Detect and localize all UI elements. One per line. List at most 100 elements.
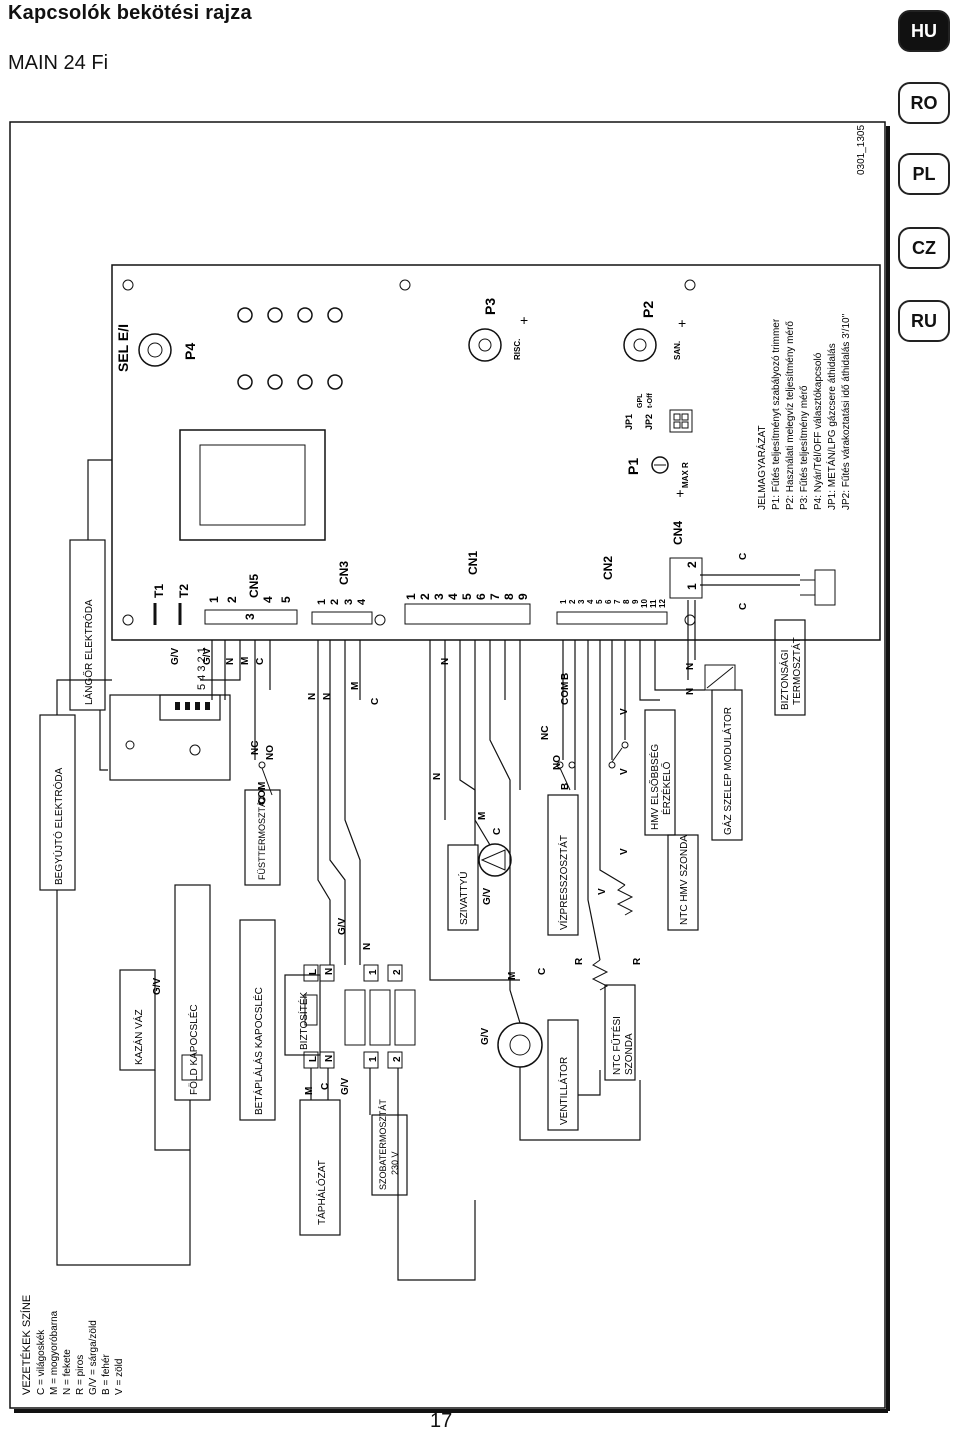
sel-label: SEL E/I (115, 324, 131, 372)
svg-text:G/V: G/V (340, 1077, 351, 1095)
lang-badge-hu[interactable]: HU (898, 10, 950, 52)
fold-label: FÖLD KAPOCSLÉC (187, 1004, 200, 1095)
p3-knob-inner (478, 338, 492, 352)
svg-text:V = zöld: V = zöld (114, 1359, 125, 1395)
relay-row (237, 307, 343, 390)
szobatermosztat-box (371, 1114, 408, 1196)
svg-text:1: 1 (685, 583, 699, 590)
control-board (111, 264, 881, 641)
biztositek-label: BIZTOSÍTÉK (297, 992, 310, 1050)
svg-text:N: N (685, 663, 696, 670)
legend-title: JELMAGYARÁZAT (755, 425, 768, 510)
svg-text:N: N (324, 968, 335, 975)
gazszelep-label: GÁZ SZELEP MODULÁTOR (721, 707, 734, 835)
wire-color-key: VEZETÉKEK SZÍNE C = világoskék M = mogyo… (20, 1295, 125, 1395)
svg-text:N: N (225, 658, 236, 665)
svg-text:C: C (537, 968, 548, 975)
svg-text:2: 2 (685, 561, 699, 568)
svg-text:N: N (307, 693, 318, 700)
svg-text:C: C (370, 698, 381, 705)
svg-text:R: R (632, 957, 643, 965)
cn5-label: CN5 (247, 574, 261, 598)
svg-text:G/V: G/V (480, 1027, 491, 1045)
kazan-vaz-label: KAZÁN VÁZ (132, 1009, 145, 1065)
toff-label: t-Off (647, 393, 654, 408)
svg-text:NC: NC (250, 741, 261, 755)
t2-label: T2 (177, 584, 191, 598)
pump-icon (478, 843, 512, 877)
cn4-connector (669, 557, 703, 599)
svg-text:B: B (560, 783, 571, 790)
svg-text:1: 1 (207, 596, 221, 603)
svg-text:4: 4 (586, 599, 595, 604)
gpl-label: GPL (637, 393, 644, 408)
svg-text:G/V: G/V (482, 887, 493, 905)
svg-text:4: 4 (356, 598, 368, 605)
cn1-label: CN1 (466, 551, 480, 575)
board-hole (684, 279, 696, 291)
svg-text:2: 2 (392, 1056, 403, 1062)
fold-box (174, 884, 211, 1101)
plus-sign: + (678, 315, 686, 331)
svg-text:7: 7 (613, 599, 622, 604)
hmv-elsobbseg-label: HMV ELSŐBBSÉG (647, 744, 661, 830)
cn5-connector (204, 609, 298, 625)
board-hole (399, 279, 411, 291)
kazan-vaz-box (119, 969, 156, 1071)
lang-badge-pl[interactable]: PL (898, 153, 950, 195)
szivattyu-label: SZIVATTYÚ (457, 871, 470, 925)
svg-text:5: 5 (279, 596, 293, 603)
ventilator-label: VENTILLÁTOR (557, 1057, 570, 1125)
plus-sign: + (520, 312, 528, 328)
svg-text:C: C (738, 553, 749, 560)
fusttermosztat-box (244, 789, 281, 886)
taphalozat-label: TÁPHÁLÓZAT (315, 1160, 328, 1225)
svg-text:M: M (350, 682, 361, 690)
taphalozat-box (299, 1099, 341, 1236)
wire-colors-title: VEZETÉKEK SZÍNE (20, 1295, 33, 1395)
svg-text:5: 5 (595, 599, 604, 604)
svg-text:3: 3 (243, 613, 257, 620)
p1-label: P1 (625, 458, 641, 475)
svg-text:2: 2 (418, 593, 432, 600)
svg-text:M: M (240, 657, 251, 665)
svg-text:2: 2 (568, 599, 577, 604)
svg-text:M = mogyoróbarna: M = mogyoróbarna (49, 1310, 60, 1395)
svg-text:G/V: G/V (337, 917, 348, 935)
model-name: MAIN 24 Fi (8, 52, 109, 74)
diagram-frame (9, 121, 886, 1409)
jumper-block (669, 409, 693, 433)
lang-badge-ru[interactable]: RU (898, 300, 950, 342)
svg-text:COM: COM (257, 782, 268, 805)
svg-text:7: 7 (488, 593, 502, 600)
board-hole (122, 614, 134, 626)
svg-text:NO: NO (265, 745, 276, 760)
biztonsagi-label: BIZTONSÁGI (778, 650, 791, 710)
maxr-label: MAX R (681, 462, 690, 488)
p4-label: P4 (182, 343, 198, 360)
svg-text:M: M (304, 1087, 315, 1095)
biztonsagi-box (774, 619, 806, 716)
svg-text:N: N (324, 1055, 335, 1062)
biztositek-box (284, 974, 321, 1056)
svg-text:9: 9 (631, 599, 640, 604)
svg-text:NO: NO (552, 755, 563, 770)
svg-text:6: 6 (604, 599, 613, 604)
fusttermosztat-label: FÜSTTERMOSZTÁT (257, 795, 267, 880)
plus-sign: + (676, 485, 684, 501)
svg-text:N: N (322, 693, 333, 700)
board-hole (122, 279, 134, 291)
jp1-label: JP1 (624, 414, 634, 430)
svg-text:N: N (432, 773, 443, 780)
lang-badge-ro[interactable]: RO (898, 82, 950, 124)
lang-badge-cz[interactable]: CZ (898, 227, 950, 269)
betap-box (239, 919, 276, 1121)
szonda-label: SZONDA (624, 1033, 635, 1075)
svg-text:G/V: G/V (152, 977, 163, 995)
svg-text:P1: Fűtés teljesítményt szabál: P1: Fűtés teljesítményt szabályozó trimm… (771, 318, 782, 510)
cn2-label: CN2 (601, 556, 615, 580)
svg-text:C: C (492, 828, 503, 835)
page-number: 17 (430, 1410, 453, 1432)
svg-text:1: 1 (559, 599, 568, 604)
